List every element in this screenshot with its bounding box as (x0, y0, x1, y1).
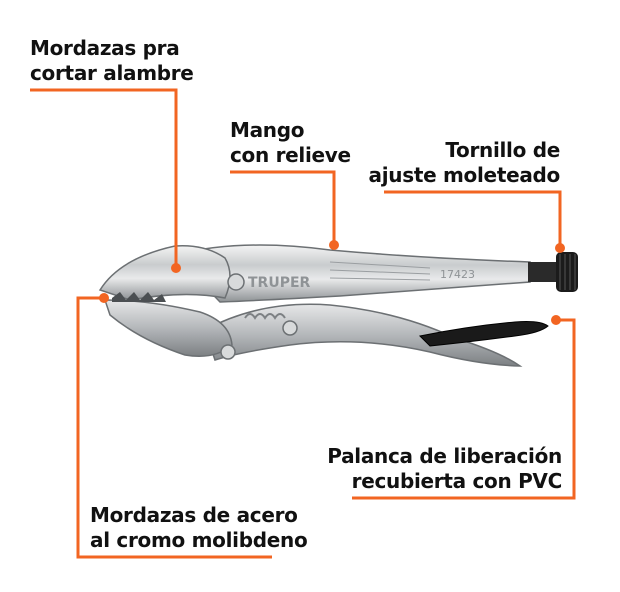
jaw-teeth (112, 292, 166, 302)
release-lever (418, 321, 549, 347)
lower-handle (204, 303, 523, 367)
callout-jaw-cutter: Mordazas pra cortar alambre (30, 36, 194, 85)
handle-relief (329, 261, 431, 281)
lower-jaw (103, 299, 233, 357)
rivet (282, 320, 298, 336)
rivet (227, 273, 245, 291)
callout-handle: Mango con relieve (230, 118, 351, 167)
callout-lines (30, 88, 576, 559)
screw-knob (556, 252, 578, 292)
model-text: 17423 (440, 268, 475, 281)
spring (244, 313, 286, 320)
rivet (220, 344, 236, 360)
callout-release-lever: Palanca de liberación recubierta con PVC (327, 444, 562, 493)
upper-jaw (98, 245, 231, 301)
callout-screw: Tornillo de ajuste moleteado (368, 138, 561, 187)
callout-dots (99, 240, 565, 325)
callout-jaws: Mordazas de acero al cromo molibdeno (90, 503, 308, 552)
screw-shaft (528, 262, 558, 282)
brand-text: TRUPER (248, 275, 311, 291)
upper-handle (173, 244, 531, 303)
